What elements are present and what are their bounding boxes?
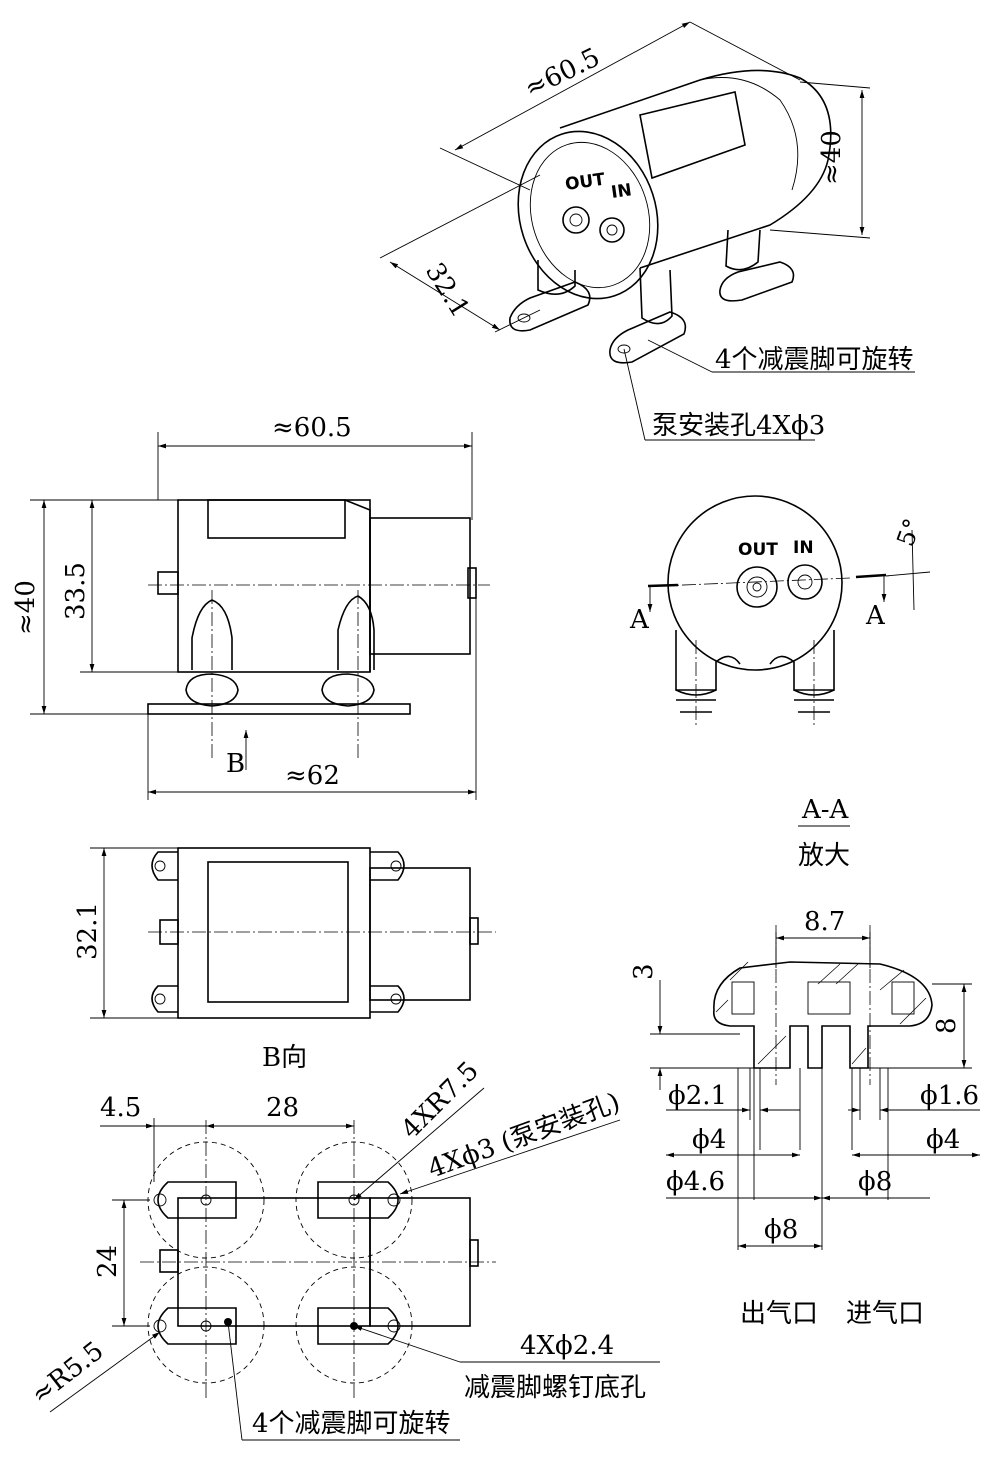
outlet-label: 出气口: [740, 1299, 818, 1329]
bottom-dim-r75: 4XR7.5: [396, 1056, 485, 1145]
section-dim-3: 3: [629, 963, 659, 980]
iso-out-label: OUT: [564, 170, 607, 195]
bottom-dim-4-5: 4.5: [100, 1093, 141, 1123]
section-mark-left: A: [629, 605, 650, 635]
section-dim-8-7: 8.7: [804, 907, 845, 937]
bottom-dim-28: 28: [266, 1093, 299, 1123]
section-d2-1: ϕ2.1: [668, 1081, 727, 1111]
iso-in-label: IN: [610, 180, 633, 203]
front-in-label: IN: [793, 538, 814, 558]
section-d8-bottom: ϕ8: [764, 1215, 798, 1245]
side-view-arrow-label: B: [226, 749, 245, 779]
section-subtitle: 放大: [798, 841, 850, 871]
section-dim-8-vertical: 8: [932, 1017, 962, 1034]
isometric-view: OUT IN ≈60.5 ≈40 32.1 4个减震脚可旋转 泵安装孔4Xϕ3: [379, 21, 915, 441]
front-out-label: OUT: [738, 540, 778, 560]
section-d1-6: ϕ1.6: [920, 1081, 979, 1111]
side-view: ≈60.5 ≈40 33.5 ≈62 B: [11, 413, 490, 800]
bottom-view: 4.5 28 24 4XR7.5 4Xϕ3 (泵安装孔) ≈R5.5 4Xϕ2.…: [26, 1056, 660, 1441]
bottom-note-screw: 减震脚螺钉底孔: [464, 1373, 646, 1403]
front-angle: 5°: [891, 515, 927, 550]
inlet-label: 进气口: [846, 1299, 924, 1329]
bottom-note-feet: 4个减震脚可旋转: [252, 1409, 451, 1439]
bottom-dim-screw: 4Xϕ2.4: [520, 1331, 614, 1361]
side-body-dim: 33.5: [61, 562, 91, 620]
b-view: 32.1 B向: [73, 847, 496, 1073]
section-d4-left: ϕ4: [692, 1125, 726, 1155]
section-view: A-A 放大 8.7 3 8: [629, 795, 980, 1329]
section-d4-right: ϕ4: [926, 1125, 960, 1155]
iso-note-feet: 4个减震脚可旋转: [715, 345, 914, 375]
section-d8-right: ϕ8: [858, 1167, 892, 1197]
section-mark-right: A: [865, 601, 886, 631]
bottom-dim-24: 24: [93, 1245, 123, 1278]
iso-length-dim: ≈60.5: [520, 42, 605, 104]
iso-note-holes: 泵安装孔4Xϕ3: [652, 411, 825, 441]
side-height-dim: ≈40: [11, 580, 41, 635]
section-d4-6: ϕ4.6: [666, 1167, 725, 1197]
side-base-dim: ≈62: [285, 761, 340, 791]
iso-width-dim: 32.1: [419, 258, 475, 323]
front-view: OUT IN A A 5°: [629, 495, 931, 725]
bview-width-dim: 32.1: [73, 902, 103, 960]
bview-title: B向: [262, 1043, 307, 1073]
section-title: A-A: [801, 795, 850, 825]
side-length-dim: ≈60.5: [272, 413, 352, 443]
iso-height-dim: ≈40: [817, 130, 847, 185]
